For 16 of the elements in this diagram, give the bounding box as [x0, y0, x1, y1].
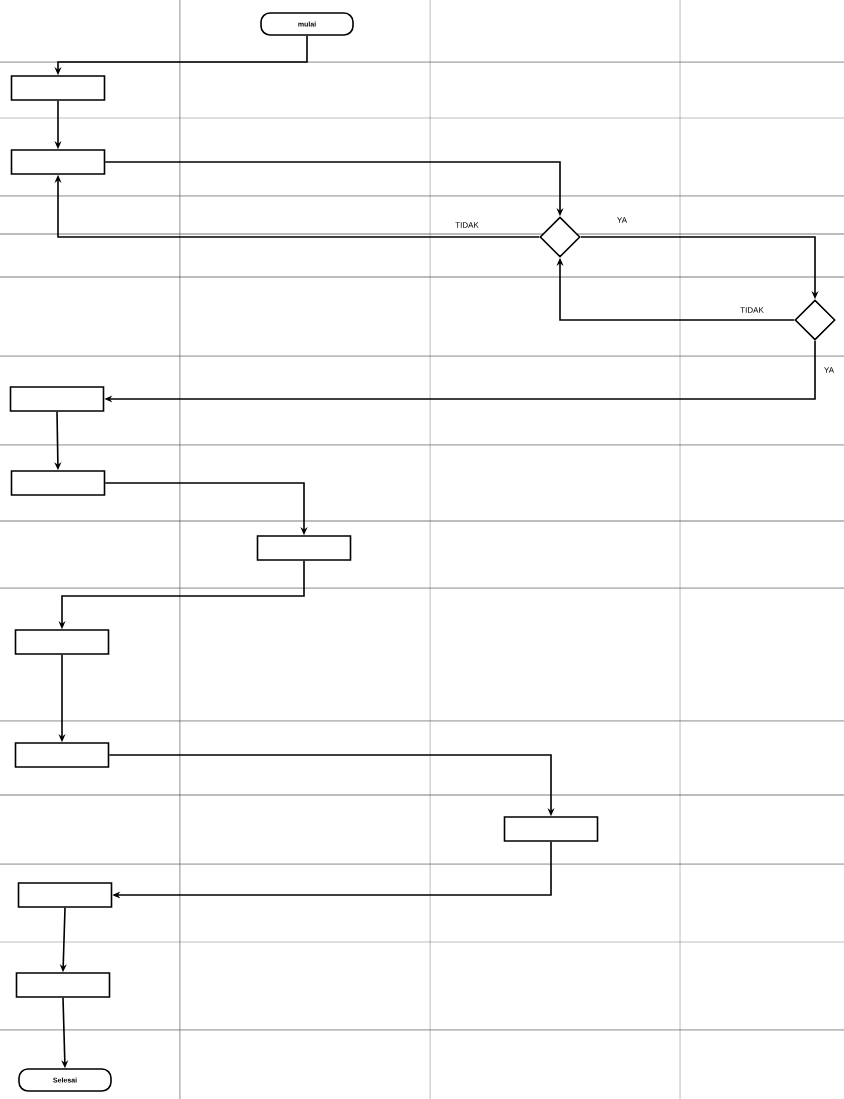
process-box	[10, 149, 106, 175]
process-box	[9, 386, 105, 412]
process-box	[14, 742, 110, 768]
process-box	[10, 75, 106, 101]
process-box	[15, 972, 111, 998]
process-box	[10, 470, 106, 496]
edge-label: TIDAK	[454, 221, 480, 229]
process-box	[14, 629, 110, 655]
process-box	[256, 535, 352, 561]
edge-label: YA	[615, 216, 629, 224]
process-box	[503, 816, 599, 842]
edge-label: TIDAK	[739, 306, 765, 314]
decision-diamond	[794, 299, 836, 341]
edge-label: YA	[822, 366, 836, 374]
decision-diamond	[539, 216, 581, 258]
process-box	[17, 882, 113, 908]
